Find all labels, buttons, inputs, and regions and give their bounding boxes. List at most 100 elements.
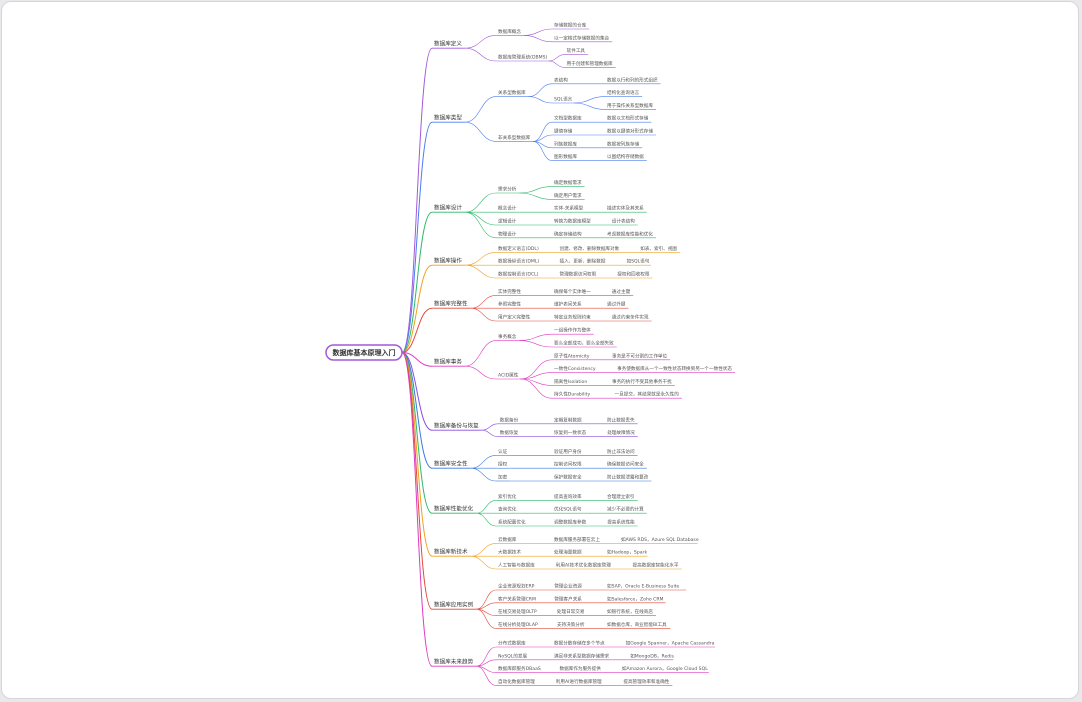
node-label[interactable]: 云数据库	[498, 536, 517, 543]
node-label[interactable]: 物理设计	[498, 230, 517, 237]
node-label[interactable]: 存储数据的仓库	[554, 22, 587, 29]
node-label[interactable]: 持久性Durability	[554, 391, 590, 398]
node-label[interactable]: 在线交易处理OLTP	[498, 608, 537, 615]
node-label[interactable]: 键值存储	[554, 128, 573, 135]
node-label[interactable]: 如SQL语句	[626, 258, 649, 265]
node-label[interactable]: 优化SQL语句	[554, 506, 582, 513]
node-label[interactable]: 数据以键值对形式存储	[607, 128, 653, 135]
node-label[interactable]: 用于操作关系型数据库	[607, 102, 653, 109]
node-label[interactable]: 设计表结构	[612, 218, 635, 225]
node-label[interactable]: 关系型数据库	[498, 89, 526, 96]
node-label[interactable]: 处理海量数据	[554, 549, 582, 556]
node-label[interactable]: 通过主键	[612, 288, 631, 295]
node-label[interactable]: 防止非法访问	[607, 448, 635, 455]
node-label[interactable]: 如Google Spanner，Apache Cassandra	[626, 640, 715, 647]
node-label[interactable]: 管理企业资源	[554, 583, 582, 590]
node-label[interactable]: 定期复制数据	[554, 416, 582, 423]
node-label[interactable]: 大数据技术	[498, 549, 521, 556]
node-label[interactable]: 如SAP，Oracle E-Business Suite	[607, 583, 680, 590]
node-label[interactable]: 考虑数据库性能和优化	[607, 230, 653, 237]
node-label[interactable]: 管理客户关系	[554, 595, 582, 602]
node-label[interactable]: 确保数据访问安全	[607, 461, 644, 468]
node-label[interactable]: 文档型数据库	[554, 115, 582, 122]
node-label[interactable]: 利用AI技术优化数据库管理	[556, 562, 611, 569]
node-label[interactable]: 隔离性Isolation	[554, 378, 587, 385]
node-label[interactable]: 数据以行和列的形式组织	[607, 76, 658, 83]
node-label[interactable]: 防止数据泄露和篡改	[607, 474, 649, 481]
node-label[interactable]: 一组操作作为整体	[554, 327, 591, 334]
node-label[interactable]: 授权	[498, 461, 508, 468]
node-label[interactable]: 数据库作为服务提供	[559, 665, 601, 672]
node-label[interactable]: 数据定义语言(DDL)	[498, 245, 539, 252]
node-label[interactable]: 实体-关系模型	[554, 205, 584, 212]
node-label[interactable]: 确保每个实体唯一	[554, 288, 591, 295]
node-label[interactable]: 满足非关系型数据存储需求	[554, 652, 610, 659]
node-label[interactable]: 控制访问权限	[554, 461, 582, 468]
node-label[interactable]: 数据库管理系统(DBMS)	[498, 54, 548, 61]
branch-node-label[interactable]: 数据库操作	[434, 257, 462, 265]
node-label[interactable]: 处理日常交易	[557, 608, 585, 615]
node-label[interactable]: 事务使数据库从一个一致性状态转换到另一个一致性状态	[617, 365, 732, 372]
node-label[interactable]: 一旦提交，其结果就是永久性的	[615, 391, 680, 398]
branch-node-label[interactable]: 数据库完整性	[434, 300, 468, 308]
node-label[interactable]: 非关系型数据库	[498, 134, 531, 141]
node-label[interactable]: 要么全部成功，要么全部失败	[554, 340, 614, 347]
node-label[interactable]: NoSQL的发展	[498, 652, 528, 659]
node-label[interactable]: 数据以文档形式存储	[607, 115, 649, 122]
node-label[interactable]: 人工智能与数据库	[498, 562, 535, 569]
node-label[interactable]: SQL语言	[554, 96, 573, 103]
node-label[interactable]: 验证用户身份	[554, 448, 582, 455]
node-label[interactable]: 加密	[498, 474, 508, 481]
node-label[interactable]: 在线分析处理OLAP	[498, 621, 538, 628]
node-label[interactable]: 提高查询效率	[554, 493, 582, 500]
node-label[interactable]: 自动化数据库管理	[498, 678, 535, 685]
node-label[interactable]: 保护数据安全	[554, 474, 582, 481]
node-label[interactable]: 数据库服务部署在云上	[554, 536, 600, 543]
node-label[interactable]: 事务的执行不受其他事务干扰	[612, 378, 672, 385]
root-node[interactable]: 数据库基本原理入门	[325, 344, 403, 361]
branch-node-label[interactable]: 数据库事务	[434, 358, 462, 366]
node-label[interactable]: 防止数据丢失	[607, 416, 635, 423]
node-label[interactable]: 授权和回收权限	[617, 271, 650, 278]
branch-node-label[interactable]: 数据库类型	[434, 114, 462, 122]
node-label[interactable]: 列族数据库	[554, 140, 577, 147]
node-label[interactable]: 实体完整性	[498, 288, 521, 295]
node-label[interactable]: 数据库概念	[498, 28, 521, 35]
branch-node-label[interactable]: 数据库备份与恢复	[434, 422, 479, 430]
node-label[interactable]: 创建、修改、删除数据库对象	[559, 245, 619, 252]
node-label[interactable]: 用于创建和管理数据库	[567, 60, 613, 67]
node-label[interactable]: 需求分析	[498, 186, 517, 193]
branch-node-label[interactable]: 数据库性能优化	[434, 505, 474, 513]
branch-node-label[interactable]: 数据库未来趋势	[434, 658, 474, 666]
node-label[interactable]: 如数据仓库，商业智能BI工具	[607, 621, 667, 628]
node-label[interactable]: 利用AI进行数据库管理	[556, 678, 602, 685]
node-label[interactable]: 分布式数据库	[498, 640, 526, 647]
node-label[interactable]: 系统配置优化	[498, 519, 526, 526]
node-label[interactable]: 插入、更新、删除数据	[559, 258, 605, 265]
node-label[interactable]: 确定用户需求	[554, 192, 582, 199]
node-label[interactable]: 如Salesforce，Zoho CRM	[607, 595, 664, 602]
node-label[interactable]: 通过约束条件实现	[612, 314, 649, 321]
node-label[interactable]: 特定业务规则约束	[554, 314, 591, 321]
node-label[interactable]: 提高数据库智能化水平	[633, 562, 679, 569]
node-label[interactable]: 事务是不可分割的工作单位	[612, 352, 668, 359]
node-label[interactable]: 提高系统性能	[607, 519, 635, 526]
node-label[interactable]: 如AWS RDS，Azure SQL Database	[621, 536, 699, 543]
node-label[interactable]: 合理建立索引	[607, 493, 635, 500]
node-label[interactable]: 用户定义完整性	[498, 314, 531, 321]
node-label[interactable]: 数据恢复	[500, 429, 519, 436]
node-label[interactable]: 认证	[498, 448, 508, 455]
node-label[interactable]: 逻辑设计	[498, 218, 517, 225]
node-label[interactable]: 查询优化	[498, 506, 517, 513]
node-label[interactable]: 转换为数据库模型	[554, 218, 591, 225]
node-label[interactable]: 维护表间关系	[554, 301, 582, 308]
node-label[interactable]: 数据控制语言(DCL)	[498, 271, 539, 278]
node-label[interactable]: 管理数据访问权限	[559, 271, 596, 278]
node-label[interactable]: 数据分散存储在多个节点	[554, 640, 605, 647]
node-label[interactable]: 支持决策分析	[557, 621, 585, 628]
node-label[interactable]: 概念设计	[498, 205, 517, 212]
node-label[interactable]: 企业资源规划ERP	[498, 583, 535, 590]
node-label[interactable]: ACID属性	[498, 372, 519, 379]
node-label[interactable]: 表结构	[554, 76, 568, 83]
branch-node-label[interactable]: 数据库安全性	[434, 460, 468, 468]
